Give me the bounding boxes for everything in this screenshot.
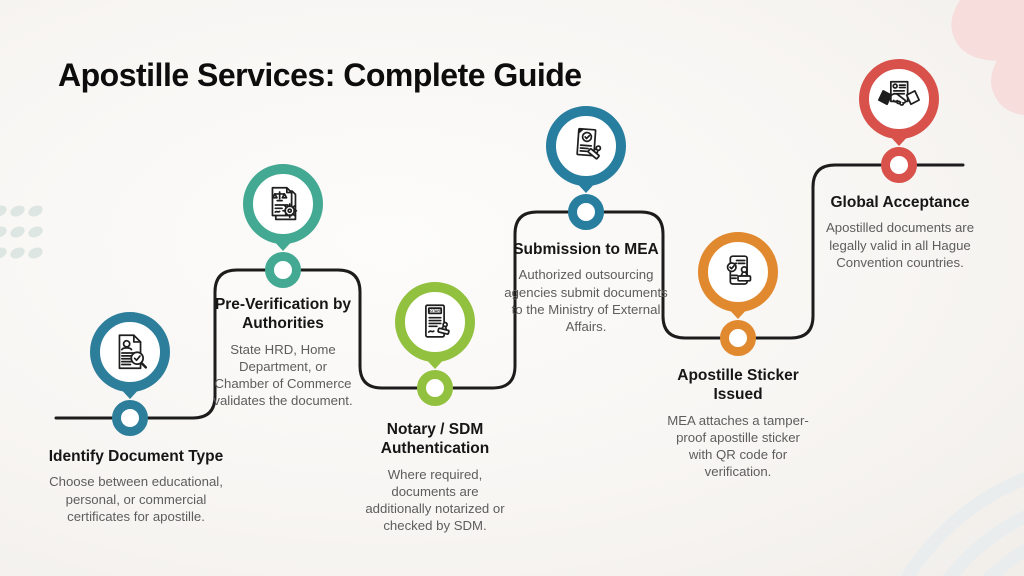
step-marker xyxy=(698,232,778,312)
step-description: MEA attaches a tamper-proof apostille st… xyxy=(667,412,809,480)
document-search-icon xyxy=(118,334,148,370)
step-marker xyxy=(243,164,323,244)
handshake-document-icon xyxy=(878,80,920,106)
step-description: Where required, documents are additional… xyxy=(365,466,505,534)
step-heading: Pre-Verification by Authorities xyxy=(214,296,352,333)
stamp-sticker-icon xyxy=(726,255,752,285)
timeline-node xyxy=(720,320,756,356)
timeline-node xyxy=(112,400,148,436)
step-description: Authorized outsourcing agencies submit d… xyxy=(504,267,668,334)
document-check-stamp-icon xyxy=(576,127,602,160)
timeline-node xyxy=(417,370,453,406)
page-title: Apostille Services: Complete Guide xyxy=(58,57,582,93)
step-heading: Apostille Sticker Issued xyxy=(677,367,799,404)
step-description: Apostilled documents are legally valid i… xyxy=(825,220,975,270)
svg-text:NOTARY: NOTARY xyxy=(428,309,443,313)
step-heading: Global Acceptance xyxy=(830,194,970,211)
step-marker xyxy=(859,59,939,139)
notary-document-stamp-icon: NOTARY xyxy=(425,304,450,338)
step-marker: NOTARY xyxy=(395,282,475,362)
scales-gear-document-icon xyxy=(271,186,298,221)
step-description: Choose between educational, personal, or… xyxy=(49,474,223,524)
timeline-node xyxy=(568,194,604,230)
step-description: State HRD, Home Department, or Chamber o… xyxy=(213,341,353,409)
timeline-node xyxy=(265,252,301,288)
step-heading: Identify Document Type xyxy=(48,448,224,465)
step-marker xyxy=(90,312,170,392)
step-marker xyxy=(546,106,626,186)
step-heading: Submission to MEA xyxy=(513,241,659,258)
step-heading: Notary / SDM Authentication xyxy=(380,421,490,458)
timeline-node xyxy=(881,147,917,183)
